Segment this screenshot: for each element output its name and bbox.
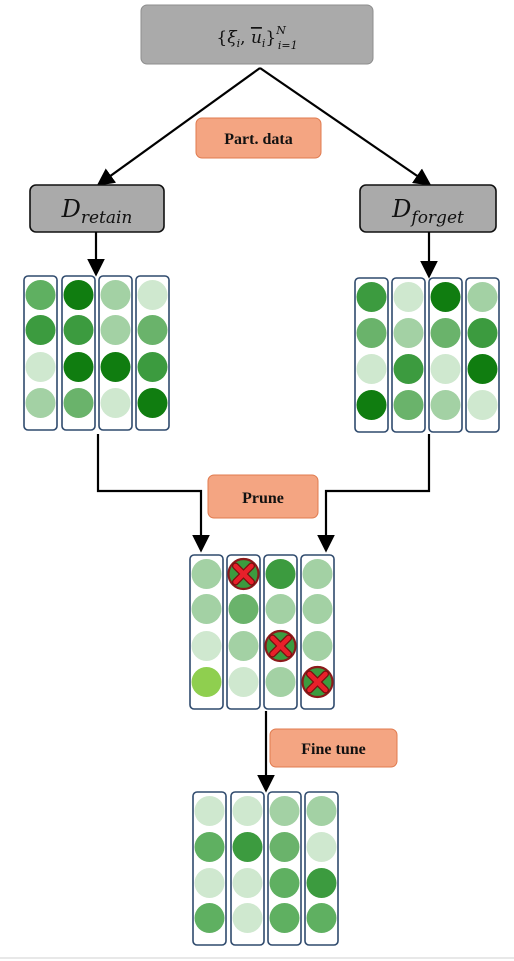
neuron (306, 832, 337, 862)
neuron (194, 796, 225, 826)
pruned-neuron-mark (301, 665, 334, 699)
neuron (137, 280, 168, 310)
neuron (356, 282, 387, 312)
part-data-label: Part. data (195, 117, 322, 159)
neuron (265, 559, 296, 589)
neuron (467, 390, 498, 420)
neuron (194, 832, 225, 862)
neuron (393, 282, 424, 312)
neuron (430, 354, 461, 384)
neuron (356, 318, 387, 348)
neuron (356, 390, 387, 420)
svg-text:{ξi, ui}Ni=1: {ξi, ui}Ni=1 (216, 24, 297, 52)
neuron (194, 868, 225, 898)
neuron (232, 868, 263, 898)
neuron (63, 280, 94, 310)
neuron (306, 868, 337, 898)
part-data-text: Part. data (224, 131, 292, 148)
d-forget-base: D (391, 195, 411, 223)
neuron (232, 796, 263, 826)
neuron (228, 667, 259, 697)
d-forget-box: Dforget (359, 184, 497, 233)
neuron (430, 390, 461, 420)
neuron (306, 903, 337, 933)
neuron (100, 388, 131, 418)
finetuned-network (192, 791, 339, 946)
pruned-neuron-mark (264, 629, 297, 663)
neuron (228, 594, 259, 624)
neuron (191, 667, 222, 697)
neuron (269, 903, 300, 933)
neuron (191, 631, 222, 661)
neuron (191, 594, 222, 624)
neuron (302, 631, 333, 661)
d-retain-subscript: retain (81, 208, 133, 228)
neuron (194, 903, 225, 933)
neuron (356, 354, 387, 384)
neuron (63, 388, 94, 418)
svg-text:Dforget: Dforget (391, 195, 464, 228)
neuron (25, 280, 56, 310)
neuron (100, 315, 131, 345)
prune-label: Prune (207, 474, 319, 519)
neuron (306, 796, 337, 826)
retain-network (23, 275, 170, 431)
neuron (265, 594, 296, 624)
neuron (269, 832, 300, 862)
neuron (430, 282, 461, 312)
neuron (25, 315, 56, 345)
neuron (393, 354, 424, 384)
xi-symbol: ξ (227, 28, 238, 48)
neuron (25, 388, 56, 418)
forget-network (354, 277, 500, 433)
fine-tune-text: Fine tune (301, 741, 365, 758)
neuron (467, 282, 498, 312)
neuron (430, 318, 461, 348)
neuron (100, 280, 131, 310)
neuron (137, 352, 168, 382)
svg-text:Dretain: Dretain (61, 195, 133, 228)
neuron (137, 388, 168, 418)
prune-text: Prune (242, 490, 284, 507)
neuron (191, 559, 222, 589)
d-forget-subscript: forget (409, 208, 464, 228)
neuron (467, 318, 498, 348)
connector-forget-to-prune (317, 434, 431, 553)
neuron (63, 315, 94, 345)
d-retain-base: D (61, 195, 81, 223)
arrow-to-retain (96, 67, 261, 186)
neuron (232, 903, 263, 933)
superscript-n: N (275, 24, 286, 37)
pruned-neuron-mark (227, 557, 260, 591)
arrow-to-forget (259, 67, 432, 186)
connector-retain-to-prune (96, 434, 210, 553)
neuron (302, 559, 333, 589)
neuron (269, 796, 300, 826)
neuron (100, 352, 131, 382)
neuron (393, 318, 424, 348)
neuron (228, 631, 259, 661)
fine-tune-label: Fine tune (269, 728, 398, 768)
u-symbol: u (251, 28, 262, 48)
d-retain-box: Dretain (29, 184, 165, 233)
neuron (232, 832, 263, 862)
neuron (137, 315, 168, 345)
neuron (63, 352, 94, 382)
neuron (302, 594, 333, 624)
neuron (467, 354, 498, 384)
neuron (265, 667, 296, 697)
subscript-i1: i=1 (278, 39, 298, 52)
pruned-network (189, 554, 335, 710)
neuron (393, 390, 424, 420)
neuron (25, 352, 56, 382)
neuron (269, 868, 300, 898)
